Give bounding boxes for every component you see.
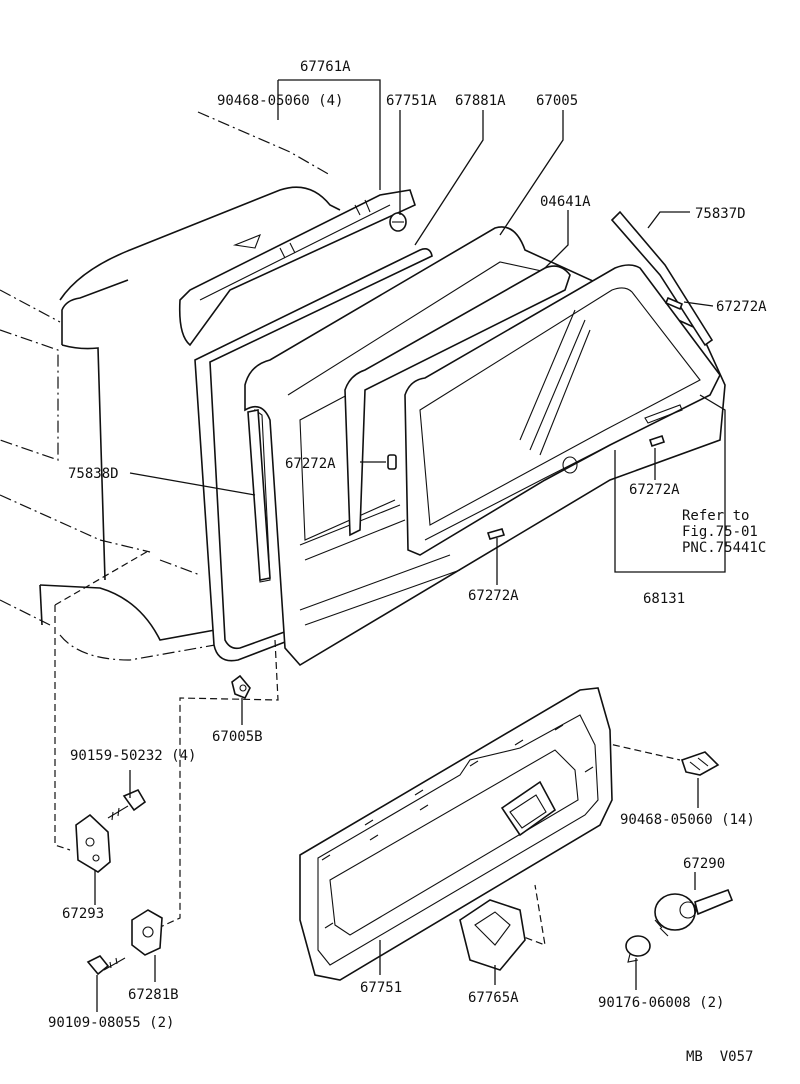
bracket-67281b xyxy=(131,909,163,956)
back-door-glass xyxy=(404,264,721,556)
label-67765a: 67765A xyxy=(468,990,519,1006)
label-67005b: 67005B xyxy=(212,729,263,745)
glass-weatherstrip xyxy=(344,265,571,537)
screw-90159-50232 xyxy=(107,788,147,821)
label-67005: 67005 xyxy=(536,93,578,109)
label-90176-06008: 90176-06008 (2) xyxy=(598,995,724,1011)
cushion-67005b xyxy=(231,674,251,700)
label-67881a: 67881A xyxy=(455,93,506,109)
label-90109-08055: 90109-08055 (2) xyxy=(48,1015,174,1031)
label-67272a-4: 67272A xyxy=(468,588,519,604)
screw-90176-06008 xyxy=(625,935,651,963)
label-90159-50232: 90159-50232 (4) xyxy=(70,748,196,764)
vehicle-body-outline xyxy=(0,111,341,661)
label-67751: 67751 xyxy=(360,980,402,996)
clip-67272a xyxy=(387,296,684,540)
label-67272a-2: 67272A xyxy=(285,456,336,472)
diagram-code: MB V057 xyxy=(686,1049,753,1065)
clip-90468-05060 xyxy=(680,751,720,776)
clip-67751a xyxy=(389,212,407,232)
label-90468-05060-4: 90468-05060 (4) xyxy=(217,93,343,109)
label-67761a: 67761A xyxy=(300,59,351,75)
label-refer-3: PNC.75441C xyxy=(682,540,766,556)
molding-75837d xyxy=(610,210,714,347)
label-67272a-3: 67272A xyxy=(629,482,680,498)
cover-67765a xyxy=(459,899,526,971)
label-67751a: 67751A xyxy=(386,93,437,109)
leader-lines xyxy=(94,79,726,1012)
label-90468-05060-14: 90468-05060 (14) xyxy=(620,812,755,828)
label-75837d: 75837D xyxy=(695,206,746,222)
trim-board-67751 xyxy=(299,687,613,981)
label-67290: 67290 xyxy=(683,856,725,872)
label-04641a: 04641A xyxy=(540,194,591,210)
label-67281b: 67281B xyxy=(128,987,179,1003)
weatherstrip-67881a xyxy=(194,248,433,662)
bolt-90109-08055 xyxy=(86,954,126,976)
label-67293: 67293 xyxy=(62,906,104,922)
bracket-67293 xyxy=(75,813,111,873)
part-labels: 67761A 90468-05060 (4) 67751A 67881A 670… xyxy=(48,59,767,1065)
lock-cylinder-67290 xyxy=(654,888,734,937)
label-75838d: 75838D xyxy=(68,466,119,482)
label-refer-1: Refer to xyxy=(682,508,749,524)
label-refer-2: Fig.75-01 xyxy=(682,524,758,540)
label-68131: 68131 xyxy=(643,591,685,607)
label-67272a-1: 67272A xyxy=(716,299,767,315)
garnish-75838d xyxy=(247,409,271,581)
